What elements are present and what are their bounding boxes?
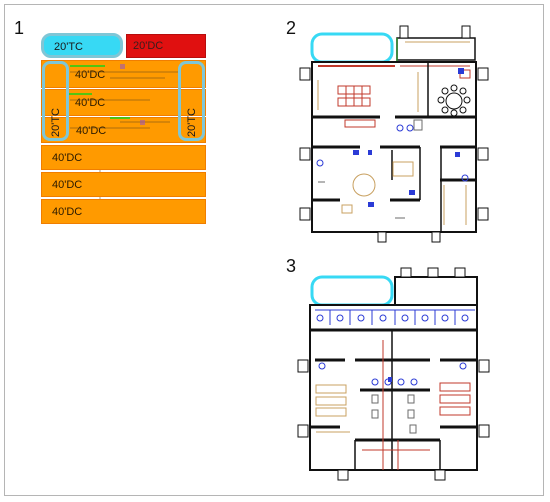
- container-label: 40'DC: [75, 97, 106, 109]
- container-label: 40'DC: [76, 125, 107, 137]
- container-20dc-top: 20'DC: [126, 34, 206, 58]
- figure-frame: [4, 4, 544, 496]
- container-label: 40'DC: [75, 69, 106, 81]
- container-20tc-left: [42, 61, 69, 141]
- panel-number-3: 3: [286, 256, 297, 276]
- panel-number-1: 1: [14, 18, 25, 38]
- container-label: 20'DC: [133, 40, 164, 52]
- container-40dc-row-6: 40'DC: [41, 199, 206, 224]
- container-40dc-row-4: 40'DC: [41, 145, 206, 170]
- container-40dc-row-5: 40'DC: [41, 172, 206, 197]
- plan-3-tc-unit: [310, 275, 394, 307]
- panel-number-2: 2: [286, 18, 297, 38]
- container-label: 40'DC: [52, 152, 83, 164]
- container-20tc-top: 20'TC: [41, 33, 123, 58]
- container-20tc-right: [178, 61, 205, 141]
- container-label: 40'DC: [52, 179, 83, 191]
- container-label: 20'TC: [54, 41, 83, 53]
- container-label: 40'DC: [52, 206, 83, 218]
